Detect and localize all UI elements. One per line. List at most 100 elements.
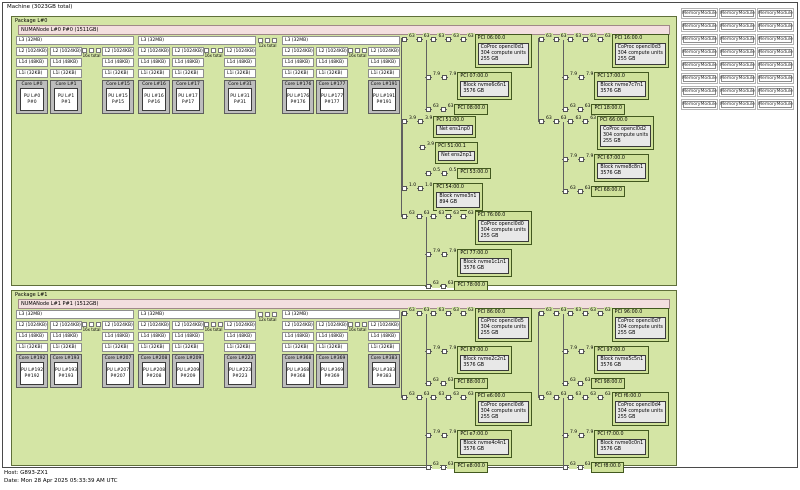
core-column: L2 (1024KB)L1d (48KB)L1i (32KB)Core L#38… [368, 321, 400, 388]
dot-icon [272, 312, 277, 317]
bridge-square-icon [597, 394, 603, 400]
core-column: L2 (1024KB)L1d (48KB)L1i (32KB)Core L#20… [172, 321, 204, 388]
link-speed: 7.9 [432, 345, 442, 353]
bridge-square-icon [579, 432, 585, 438]
core-label: Core L#17 [176, 82, 200, 87]
l2-cache: L2 (1024KB) [102, 47, 134, 56]
device-line: 304 compute units [480, 409, 526, 414]
bridge-square-icon [426, 170, 431, 176]
device-line: CoProc opencl0d1 [480, 45, 524, 50]
cores-total-label: 16x total [348, 327, 367, 332]
core-column: L2 (1024KB)L1d (48KB)L1i (32KB)Core L#19… [16, 321, 48, 388]
bridge-square-icon [426, 464, 431, 470]
link-speed: 63 [422, 210, 431, 218]
machine-label: Machine (3023GB total) [7, 4, 73, 10]
ellipsis-dots-icon [258, 312, 277, 317]
pu-label: PU L#15 [108, 94, 128, 99]
core-column: L2 (1024KB)L1d (48KB)L1i (32KB)Core L#20… [138, 321, 170, 388]
l2-cache: L2 (1024KB) [316, 47, 348, 56]
device-line: 255 GB [602, 139, 621, 144]
pu-p-label: P#17 [181, 99, 195, 105]
link-speed: 63 [446, 103, 455, 111]
pci-label: PCI 66:00.0 [599, 118, 628, 123]
pu-p-label: P#176 [290, 99, 306, 105]
core-complex: L3 (32MB)L2 (1024KB)L1d (48KB)L1i (32KB)… [138, 36, 256, 114]
memory-module: MemoryModule [757, 47, 794, 58]
link-speed: 7.9 [585, 345, 595, 353]
bridge-square-icon [553, 310, 559, 316]
device-line: CoProc opencl0d2 [602, 127, 647, 132]
memory-module-label: MemoryModule [758, 101, 793, 108]
memory-module-label: MemoryModule [682, 49, 717, 56]
pci-connector-line [426, 217, 427, 286]
bridge-square-icon [442, 348, 448, 354]
pu-label: PU L#191 [372, 94, 396, 99]
l2-cache: L2 (1024KB) [16, 47, 48, 56]
core-label: Core L#176 [284, 82, 312, 87]
bridge-square-icon [416, 213, 422, 219]
pci-label: PCI f8:00.0 [594, 464, 621, 469]
pu-label: PU L#1 [57, 94, 75, 99]
net-device: Net ens2np1 [438, 151, 475, 161]
bridge-square-icon [568, 310, 574, 316]
device-line: Block nvme2c2n1 [463, 357, 507, 362]
pci-connector-line [563, 398, 564, 467]
pci-label: PCI 76:00.0 [477, 213, 506, 218]
bridge-square-icon [446, 36, 452, 42]
link-speed: 63 [589, 391, 597, 399]
l1i-cache: L1i (32KB) [50, 69, 82, 78]
bridge-square-icon [416, 394, 422, 400]
memory-module: MemoryModule [719, 8, 756, 19]
pu-p-label: P#1 [61, 99, 71, 105]
dot-icon [204, 322, 209, 327]
dot-icon [272, 38, 277, 43]
bridge-square-icon [563, 106, 568, 112]
memory-module-label: MemoryModule [758, 36, 793, 43]
core-label: Core L#193 [52, 356, 80, 361]
l3-cache: L3 (32MB) [282, 36, 400, 45]
core-column: L2 (1024KB)L1d (48KB)L1i (32KB)Core L#19… [368, 47, 400, 114]
link-speed: 63 [466, 391, 475, 399]
l1i-cache: L1i (32KB) [138, 69, 170, 78]
memory-module-label: MemoryModule [758, 75, 793, 82]
link-speed: 7.9 [585, 429, 595, 437]
link-speed: 63 [603, 391, 612, 399]
memory-module-label: MemoryModule [682, 23, 717, 30]
bridge-square-icon [440, 380, 446, 386]
link-speed: 63 [422, 307, 431, 315]
bridge-square-icon [446, 310, 452, 316]
link-speed: 63 [589, 33, 597, 41]
device-line: 894 GB [439, 200, 458, 205]
footer: Host: G893-ZX1 Date: Mon 28 Apr 2025 05:… [4, 469, 117, 485]
memory-module: MemoryModule [757, 99, 794, 110]
l1i-cache: L1i (32KB) [138, 343, 170, 352]
cores-ellipsis: 16x total [82, 322, 101, 332]
package-label: Package L#0 [15, 18, 48, 24]
l2-cache: L2 (1024KB) [316, 321, 348, 330]
core-column: L2 (1024KB)L1d (48KB)L1i (32KB)Core L#17… [316, 47, 348, 114]
